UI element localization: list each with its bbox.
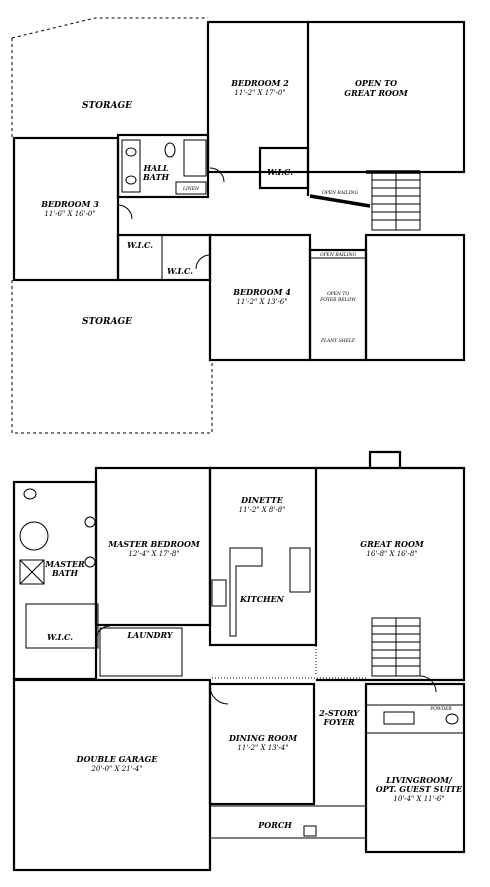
porch-label: PORCH [257,820,292,830]
toilet-icon [164,142,176,158]
double-garage-name: DOUBLE GARAGE [76,754,159,764]
wic-wall [25,603,99,649]
storage-top-label: STORAGE [82,101,132,111]
tub-icon-main [19,521,49,551]
storage-bottom-label: STORAGE [82,317,132,327]
fireplace [368,450,402,468]
wic-label: W.I.C. [47,632,73,642]
double-garage-size: 20'-0" X 21'-4" [90,765,142,773]
bedroom2-door [209,167,225,183]
bedroom4-size: 11'-2" X 13'-6" [236,298,287,306]
upper-stair-treads [372,172,420,230]
master-bedroom-name: MASTER BEDROOM [107,539,201,549]
main-floor [12,450,466,872]
kitchen-label: KITCHEN [239,594,285,604]
master-bath-line2: BATH [51,568,78,578]
porch-outline [209,805,367,839]
hall-bath-vanity [121,139,141,193]
open-railing-top-label: OPEN RAILING [322,190,358,196]
linen-closet [175,181,207,195]
master-sink-icon-2 [84,556,96,568]
master-door [95,625,111,641]
garage-wall [12,678,212,872]
powder-door [419,675,437,693]
master-bath-wall [12,480,98,681]
plant-shelf-label: PLANT SHELF [320,338,356,344]
great-room-wall [316,466,466,682]
dining-room-wall [208,682,316,806]
master-toilet-icon [23,488,37,500]
living-room-size: 10'-4" X 11'-6" [393,795,444,803]
bedroom2-size: 11'-2" X 17'-0" [234,89,285,97]
bedroom2-block-wall [206,20,466,174]
storage-top-outline [11,17,208,39]
bedroom3-size: 11'-6" X 16'-0" [44,210,95,218]
laundry-wall [99,627,183,677]
bedroom2-wic-label: W.I.C. [267,167,293,177]
hall-bath-line2: BATH [142,172,169,182]
linen-label: LINEN [182,186,200,192]
upper-floor [11,17,466,434]
storage-bottom-outline [11,280,213,434]
wic-right-label: W.I.C. [167,266,193,276]
dining-room-size: 11'-2" X 13'-4" [237,744,288,752]
powder-wall [365,704,465,734]
open-railing-line [309,194,371,208]
bedroom3-door [117,204,133,220]
living-room-line2: OPT. GUEST SUITE [376,784,463,794]
fridge-range [289,547,311,593]
powder-toilet-icon [445,713,459,725]
sink-icon-2 [125,175,137,185]
upper-right-lower-wall [364,233,466,362]
open-foyer-line1: OPEN TO [327,291,349,297]
dinette-name: DINETTE [240,495,284,505]
hall-bath-wall [116,133,210,199]
bedroom4-door [195,254,211,270]
kitchen-counter [229,547,263,637]
foyer-line1: 2-STORY [318,708,360,718]
dinette-size: 11'-2" X 8'-8" [239,506,286,514]
bedroom2-wic-wall [258,146,310,190]
main-stair-treads [372,618,420,676]
shower-icon [19,559,45,585]
open-great-room-line1: OPEN TO [355,78,397,88]
open-railing-mid-label: OPEN RAILING [320,252,356,258]
wic-left-label: W.I.C. [127,240,153,250]
open-great-room-line2: GREAT ROOM [344,88,409,98]
great-room-name: GREAT ROOM [360,539,425,549]
master-sink-icon [84,516,96,528]
master-bath-line1: MASTER [44,559,85,569]
tub-icon [183,139,207,177]
sink-icon [125,147,137,157]
kitchen-dinette-wall [208,466,318,647]
laundry-label: LAUNDRY [126,630,173,640]
dining-room-name: DINING ROOM [228,733,298,743]
master-bedroom-size: 12'-4" X 17'-8" [128,550,179,558]
great-room-size: 16'-8" X 16'-8" [366,550,417,558]
cooktop-icon [211,579,227,607]
front-entry-step [303,825,317,837]
bedroom2-name: BEDROOM 2 [230,78,289,88]
foyer-line2: FOYER [322,717,354,727]
bedroom3-name: BEDROOM 3 [40,199,99,209]
living-room-line1: LIVINGROOM/ [385,775,453,785]
bedroom3-wall [12,136,120,282]
open-foyer-line2: FOYER BELOW [319,297,356,303]
bedroom4-name: BEDROOM 4 [232,287,291,297]
powder-label: POWDER [429,706,452,712]
dining-door [209,685,229,705]
powder-vanity [383,711,415,725]
hall-bath-line1: HALL [142,163,168,173]
